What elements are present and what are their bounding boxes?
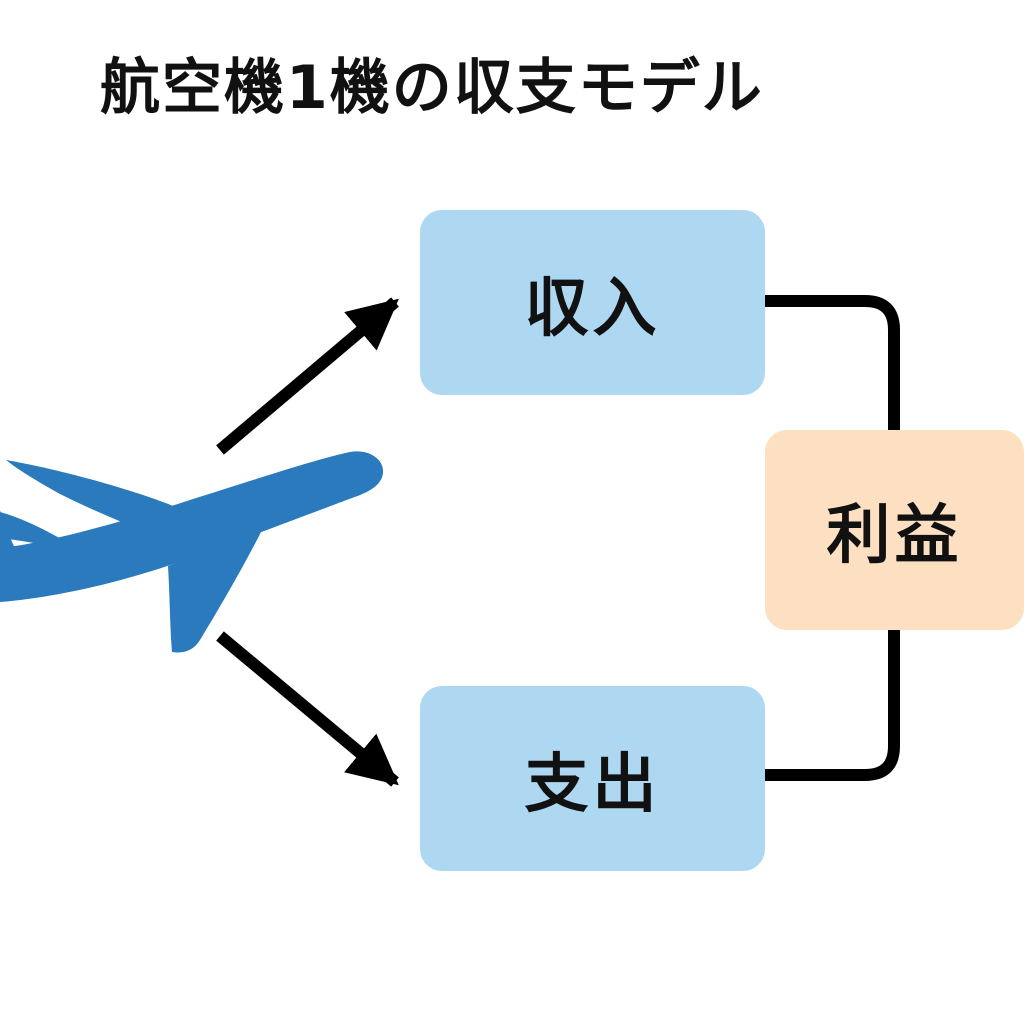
expense-box: 支出 bbox=[420, 686, 765, 871]
profit-box: 利益 bbox=[765, 430, 1024, 630]
airplane-icon bbox=[0, 451, 384, 653]
expense-label: 支出 bbox=[524, 747, 661, 822]
arrow-to-income bbox=[216, 297, 399, 455]
diagram-title: 航空機1機の収支モデル bbox=[100, 53, 764, 123]
income-label: 収入 bbox=[524, 271, 661, 346]
income-box: 収入 bbox=[420, 210, 765, 395]
connector-expense-to-profit bbox=[765, 628, 900, 781]
connector-income-to-profit bbox=[765, 295, 900, 432]
arrow-to-expense bbox=[216, 631, 399, 787]
profit-label: 利益 bbox=[826, 499, 963, 573]
